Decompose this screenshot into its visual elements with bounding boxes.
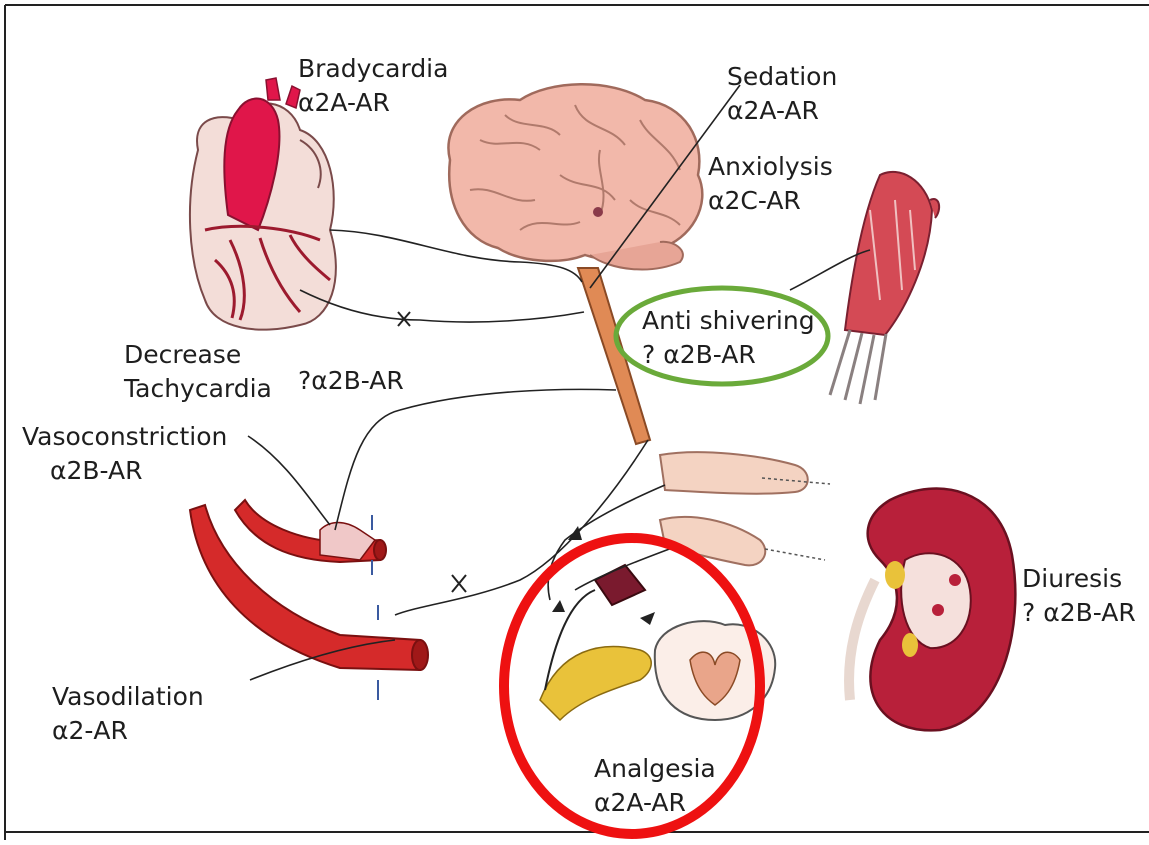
vasoconstriction-label: Vasoconstriction α2B-AR [22,420,227,488]
tachycardia-effect-line1: Decrease [124,338,272,372]
nerve-block-marks [398,312,466,592]
tachycardia-effect-line2: Tachycardia [124,372,272,406]
kidney-illustration [849,489,1015,731]
analgesia-effect: Analgesia [594,752,716,786]
diuresis-effect: Diuresis [1022,562,1136,596]
anti-shivering-receptor: ? α2B-AR [642,338,815,372]
anxiolysis-effect: Anxiolysis [708,150,833,184]
vasoconstriction-receptor: α2B-AR [22,454,227,488]
bradycardia-receptor: α2A-AR [298,86,448,120]
spinal-cord-illustration [578,268,650,444]
blood-vessel-illustration [190,500,428,700]
anti-shivering-effect: Anti shivering [642,304,815,338]
analgesia-label: Analgesia α2A-AR [594,752,716,820]
brain-illustration [448,84,702,269]
diuresis-label: Diuresis ? α2B-AR [1022,562,1136,630]
bradycardia-effect: Bradycardia [298,52,448,86]
diuresis-receptor: ? α2B-AR [1022,596,1136,630]
tachycardia-label: Decrease Tachycardia [124,338,272,406]
bradycardia-label: Bradycardia α2A-AR [298,52,448,120]
anxiolysis-receptor: α2C-AR [708,184,833,218]
analgesia-receptor: α2A-AR [594,786,716,820]
sedation-label: Sedation α2A-AR [727,60,837,128]
tachycardia-receptor: ?α2B-AR [298,364,404,398]
anxiolysis-label: Anxiolysis α2C-AR [708,150,833,218]
anti-shivering-label: Anti shivering ? α2B-AR [642,304,815,372]
sedation-effect: Sedation [727,60,837,94]
spinal-cord-section-illustration [540,565,775,720]
vasoconstriction-effect: Vasoconstriction [22,420,227,454]
vasodilation-receptor: α2-AR [52,714,204,748]
muscle-illustration [830,172,939,404]
vasodilation-label: Vasodilation α2-AR [52,680,204,748]
sedation-receptor: α2A-AR [727,94,837,128]
vasodilation-effect: Vasodilation [52,680,204,714]
